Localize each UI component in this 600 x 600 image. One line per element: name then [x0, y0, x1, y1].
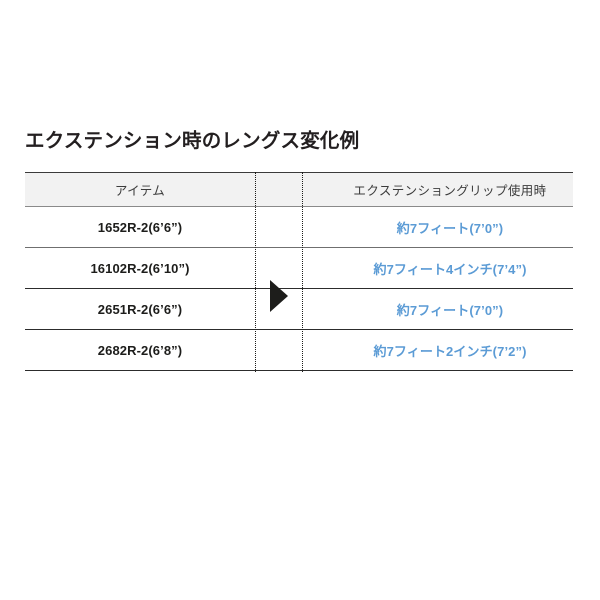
table-body: 1652R-2(6’6”) 約7フィート(7’0”) 16102R-2(6’10… — [25, 206, 573, 371]
column-header-extension: エクステンショングリップ使用時 — [327, 172, 573, 207]
cell-gap — [255, 206, 327, 248]
table-row: 16102R-2(6’10”) 約7フィート4インチ(7’4”) — [25, 247, 573, 289]
cell-item-model: 2651R-2(6’6”) — [25, 288, 255, 330]
dotted-divider-left — [255, 172, 256, 372]
table-row: 2651R-2(6’6”) 約7フィート(7’0”) — [25, 288, 573, 330]
column-header-item: アイテム — [25, 172, 255, 207]
cell-extension-length: 約7フィート2インチ(7’2”) — [327, 329, 573, 371]
page-title: エクステンション時のレングス変化例 — [25, 130, 360, 152]
right-triangle-arrow-icon — [270, 280, 288, 312]
cell-item-model: 1652R-2(6’6”) — [25, 206, 255, 248]
table-header-row: アイテム エクステンショングリップ使用時 — [25, 172, 573, 207]
cell-gap — [255, 329, 327, 371]
table-row: 2682R-2(6’8”) 約7フィート2インチ(7’2”) — [25, 329, 573, 371]
length-comparison-table: アイテム エクステンショングリップ使用時 1652R-2(6’6”) 約7フィー… — [25, 172, 573, 371]
cell-item-model: 2682R-2(6’8”) — [25, 329, 255, 371]
cell-extension-length: 約7フィート4インチ(7’4”) — [327, 247, 573, 289]
cell-extension-length: 約7フィート(7’0”) — [327, 206, 573, 248]
cell-gap — [255, 247, 327, 289]
cell-item-model: 16102R-2(6’10”) — [25, 247, 255, 289]
table-row: 1652R-2(6’6”) 約7フィート(7’0”) — [25, 206, 573, 248]
table-header: アイテム エクステンショングリップ使用時 — [25, 172, 573, 207]
cell-extension-length: 約7フィート(7’0”) — [327, 288, 573, 330]
column-header-gap — [255, 172, 327, 207]
dotted-divider-right — [302, 172, 303, 372]
length-comparison-table-wrapper: アイテム エクステンショングリップ使用時 1652R-2(6’6”) 約7フィー… — [25, 172, 573, 372]
cell-gap — [255, 288, 327, 330]
